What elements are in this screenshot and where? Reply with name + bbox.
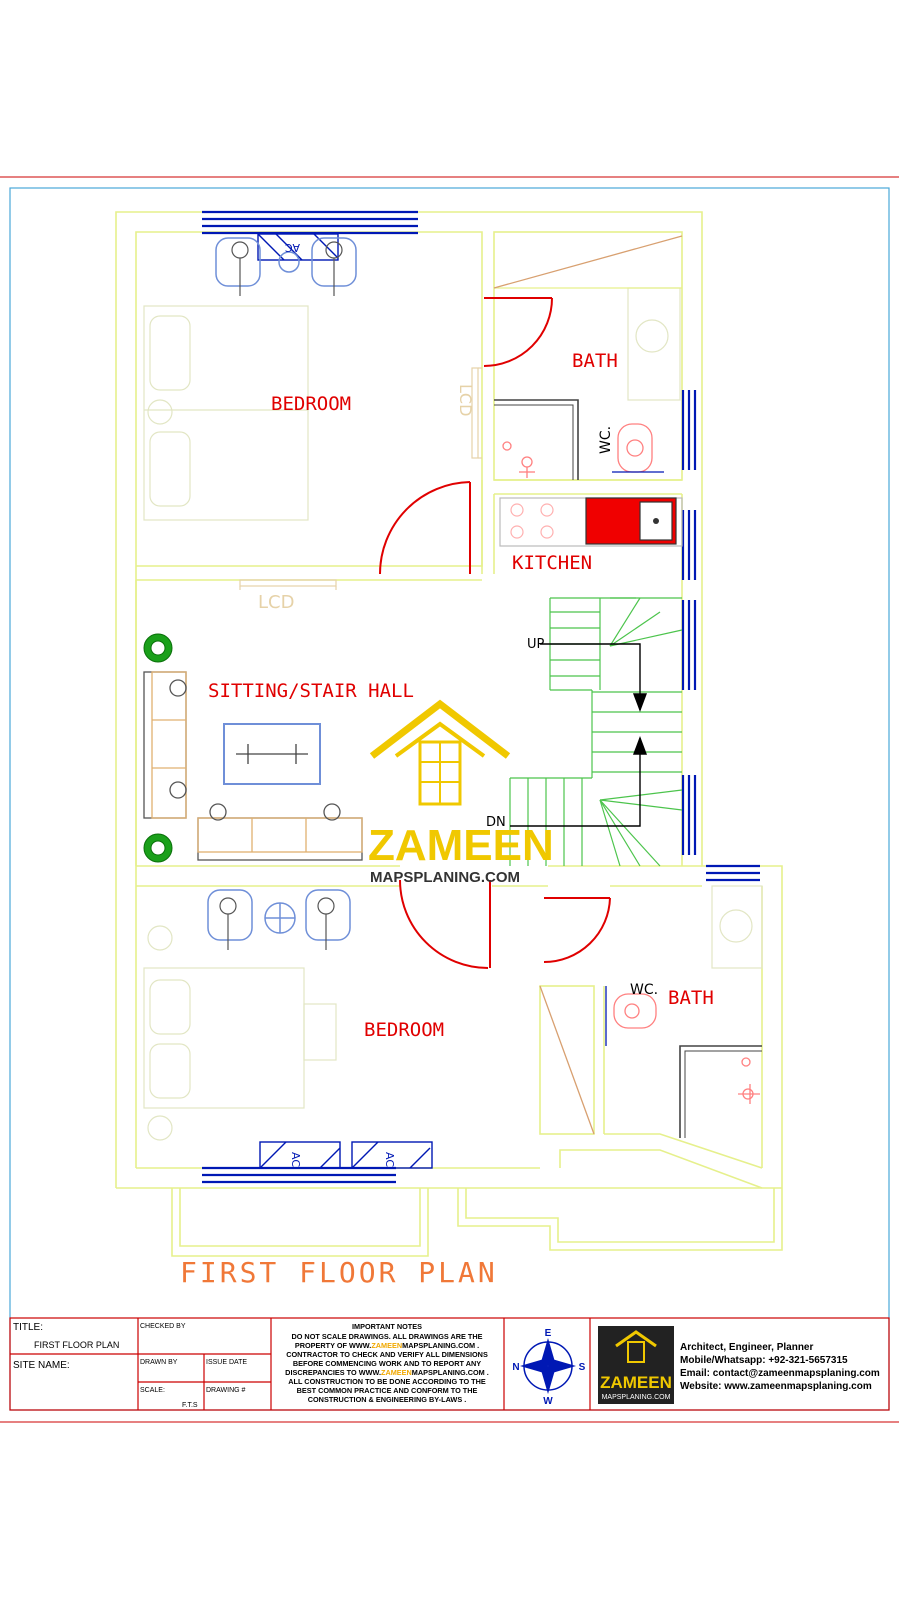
tb-scale-value: F.T.S (182, 1402, 198, 1409)
kitchen-counter (499, 497, 683, 547)
room-label-kitchen: KITCHEN (512, 552, 592, 574)
tb-notes-line-6: ALL CONSTRUCTION TO BE DONE ACCORDING TO… (288, 1377, 486, 1386)
compass-w: W (543, 1396, 553, 1407)
tb-notes-5a: DISCREPANCIES TO WWW. (285, 1368, 381, 1377)
compass-n: N (512, 1362, 519, 1373)
tb-notes-5c: MAPSPLANING.COM . (412, 1368, 489, 1377)
room-label-bedroom-top: BEDROOM (271, 393, 351, 415)
stair-arrows (510, 643, 648, 827)
tb-contact-3: Email: contact@zameenmapsplaning.com (680, 1368, 880, 1379)
lcd-label-horizontal: LCD (258, 592, 294, 613)
stair-up-label: UP (527, 637, 545, 652)
stair-down-label: DN (486, 815, 506, 830)
tb-contact: Architect, Engineer, Planner Mobile/What… (680, 1342, 880, 1392)
walls (115, 211, 783, 1257)
tb-contact-4: Website: www.zameenmapsplaning.com (680, 1381, 872, 1392)
tb-notes-line-7: BEST COMMON PRACTICE AND CONFORM TO THE (297, 1386, 478, 1395)
compass-rose (520, 1338, 576, 1394)
doors (379, 297, 611, 969)
tb-notes-2b: ZAMEEN (371, 1341, 402, 1350)
wc-label-top: WC. (598, 426, 614, 454)
tb-notes-line-4: BEFORE COMMENCING WORK AND TO REPORT ANY (293, 1359, 481, 1368)
staircase (509, 597, 683, 867)
tb-notes-2c: MAPSPLANING.COM . (402, 1341, 479, 1350)
tb-checked-by: CHECKED BY (140, 1323, 186, 1330)
sheet-frame (0, 176, 899, 1423)
room-label-bath-top: BATH (572, 350, 618, 372)
tb-notes-title: IMPORTANT NOTES (352, 1322, 422, 1331)
room-label-bedroom-bottom: BEDROOM (364, 1019, 444, 1041)
tb-scale-label: SCALE: (140, 1387, 165, 1394)
compass-s: S (579, 1362, 586, 1373)
ac-label-bottom-2: AC (383, 1152, 396, 1167)
windows (202, 210, 760, 1184)
tb-contact-1: Architect, Engineer, Planner (680, 1342, 813, 1353)
tb-notes-5b: ZAMEEN (381, 1368, 412, 1377)
tb-notes-line-1: DO NOT SCALE DRAWINGS. ALL DRAWINGS ARE … (291, 1332, 482, 1341)
bottom-bath-fixtures (539, 985, 762, 1138)
room-label-bath-bottom: BATH (668, 987, 714, 1009)
sofa-set (143, 671, 363, 861)
tb-drawing-no: DRAWING # (206, 1387, 246, 1394)
title-block-frame (9, 1317, 890, 1411)
tb-notes-line-3: CONTRACTOR TO CHECK AND VERIFY ALL DIMEN… (286, 1350, 488, 1359)
plan-title: FIRST FLOOR PLAN (180, 1256, 498, 1289)
watermark-site: MAPSPLANING.COM (370, 869, 520, 886)
tb-title-label: TITLE: (13, 1322, 43, 1333)
lcd-units (239, 367, 482, 590)
ac-label-bottom-1: AC (289, 1152, 302, 1167)
tb-notes-2a: PROPERTY OF WWW. (295, 1341, 371, 1350)
tb-drawn-by: DRAWN BY (140, 1359, 178, 1366)
watermark-brand: ZAMEEN (368, 821, 554, 870)
tb-notes-line-5: DISCREPANCIES TO WWW.ZAMEENMAPSPLANING.C… (285, 1368, 489, 1377)
tb-notes-line-2: PROPERTY OF WWW.ZAMEENMAPSPLANING.COM . (295, 1341, 479, 1350)
tb-site-name-label: SITE NAME: (13, 1360, 70, 1371)
tb-logo-site: MAPSPLANING.COM (602, 1394, 671, 1401)
plant-pots (143, 633, 173, 863)
chairs (207, 237, 357, 941)
top-bath-fixtures (493, 235, 683, 480)
ac-label-top: AC (285, 241, 300, 254)
title-block-logo (598, 1326, 674, 1404)
tb-notes: IMPORTANT NOTES DO NOT SCALE DRAWINGS. A… (285, 1322, 489, 1404)
lcd-label-vertical: LCD (456, 384, 475, 416)
watermark-logo (369, 699, 511, 806)
tb-title-value: FIRST FLOOR PLAN (34, 1340, 119, 1350)
tb-contact-2: Mobile/Whatsapp: +92-321-5657315 (680, 1355, 848, 1366)
chair-people (219, 241, 343, 950)
tb-notes-line-8: CONSTRUCTION & ENGINEERING BY-LAWS . (308, 1395, 467, 1404)
compass-e: E (545, 1328, 552, 1339)
room-label-sitting: SITTING/STAIR HALL (208, 680, 414, 702)
wc-label-bottom: WC. (630, 982, 658, 998)
tb-issue-date: ISSUE DATE (206, 1359, 247, 1366)
compass-letters: N E S W (512, 1328, 585, 1407)
tb-logo-brand: ZAMEEN (600, 1373, 672, 1392)
